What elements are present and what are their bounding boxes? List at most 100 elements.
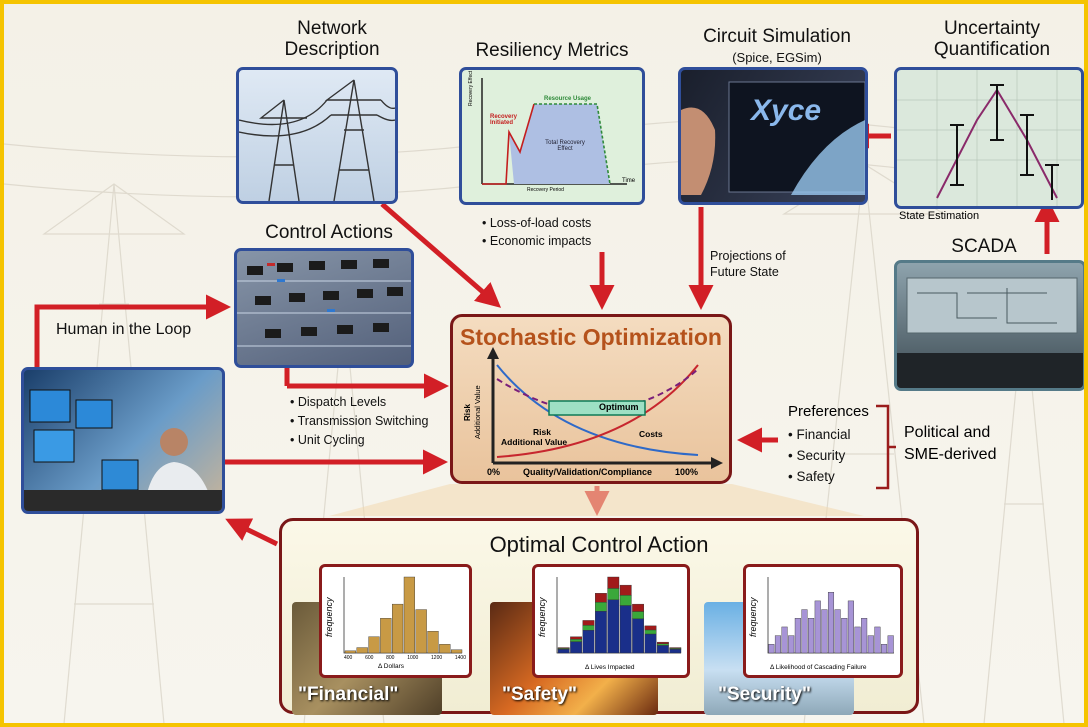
histogram-bar-segment [607, 599, 620, 654]
scada-title: SCADA [951, 236, 1017, 257]
preferences-items: • Financial • Security • Safety [788, 424, 851, 487]
histogram-bar [794, 618, 801, 654]
control-room-icon [897, 277, 1083, 388]
x-axis-min: 0% [487, 467, 501, 477]
histogram-bar-segment [644, 633, 657, 654]
network-photo [236, 67, 398, 204]
security-x-label: Δ Likelihood of Cascading Failure [770, 664, 867, 671]
projections-label: Projections of Future State [710, 249, 786, 279]
resiliency-metrics-title: Resiliency Metrics [475, 40, 629, 61]
human-photo [21, 367, 225, 514]
histogram-bar-segment [595, 593, 607, 603]
histogram-bar [788, 635, 795, 654]
control-item: • Unit Cycling [290, 433, 365, 447]
histogram-bar-segment [632, 611, 645, 619]
histogram-bar-segment [656, 645, 669, 654]
financial-xtick: 1200 [431, 655, 443, 661]
histogram-bar [861, 618, 868, 654]
resiliency-items: • Loss-of-load costs • Economic impacts [482, 214, 591, 250]
histogram-bar [827, 592, 835, 654]
preferences-title: Preferences [788, 403, 869, 420]
x-axis-max: 100% [675, 467, 699, 477]
histogram-bar-segment [619, 605, 632, 654]
histogram-bar [774, 635, 781, 654]
histogram-bar-segment [619, 595, 632, 606]
preference-item: • Security [788, 448, 846, 463]
x-axis-label: Quality/Validation/Compliance [523, 467, 653, 477]
histogram-bar-segment [656, 641, 669, 644]
security-caption: "Security" [718, 684, 811, 705]
resiliency-item: • Economic impacts [482, 234, 592, 248]
histogram-bar [801, 609, 808, 654]
financial-x-label: Δ Dollars [378, 663, 405, 670]
xyce-screen-icon [681, 81, 865, 195]
risk-curve-label: Risk [533, 427, 551, 437]
additional-value-curve-label: Additional Value [501, 437, 568, 447]
xyce-logo: Xyce [751, 94, 822, 127]
operator-workstation-icon [24, 389, 222, 511]
control-actions-title: Control Actions [265, 222, 393, 243]
histogram-bar-segment [570, 638, 583, 642]
resource-usage-label: Resource Usage [544, 96, 592, 102]
resiliency-y-label: Recovery Effect [468, 70, 474, 106]
financial-histogram-plot [343, 576, 463, 654]
stochastic-optimization-box: Stochastic Optimization Optimum Risk Add… [450, 314, 732, 484]
histogram-bar-segment [619, 584, 632, 596]
histogram-bar-segment [582, 630, 595, 654]
histogram-bar [380, 618, 392, 654]
resiliency-item: • Loss-of-load costs [482, 216, 592, 230]
histogram-bar [344, 650, 357, 654]
switchboard-icon [237, 259, 411, 347]
resiliency-x-label: Recovery Period [527, 187, 564, 193]
financial-histogram: frequency Δ Dollars 400 600 800 1000 120… [319, 564, 472, 678]
histogram-bar [887, 635, 894, 654]
preference-item: • Financial [788, 427, 851, 442]
histogram-bar [821, 609, 828, 654]
histogram-bar [781, 626, 788, 654]
human-in-loop-label: Human in the Loop [56, 321, 192, 338]
control-item: • Transmission Switching [290, 414, 429, 428]
resiliency-chart: Recovery Effect Recovery Initiated Resou… [459, 67, 645, 205]
histogram-bar [439, 644, 451, 654]
histogram-bar [808, 618, 815, 654]
control-item: • Dispatch Levels [290, 395, 387, 409]
resiliency-time-label: Time [622, 178, 636, 184]
safety-caption: "Safety" [502, 684, 578, 705]
financial-xtick: 600 [365, 655, 374, 661]
histogram-bar [841, 618, 848, 654]
circuit-simulation-subtitle: (Spice, EGSim) [732, 50, 822, 65]
safety-histogram: frequency Δ Lives Impacted [532, 564, 690, 678]
uncertainty-title: Uncertainty Quantification [933, 18, 1051, 60]
risk-axis-label: Risk [463, 404, 472, 421]
preference-item: • Safety [788, 469, 835, 484]
histogram-bar [814, 600, 821, 654]
political-label: Political and SME-derived [904, 424, 997, 463]
financial-caption: "Financial" [298, 684, 399, 705]
histogram-bar-segment [644, 629, 657, 635]
histogram-bar [368, 636, 380, 654]
scada-photo [894, 260, 1084, 391]
state-estimation-label: State Estimation [899, 210, 980, 222]
histogram-bar [768, 644, 775, 654]
optimum-label: Optimum [599, 402, 639, 412]
circuit-simulation-title: Circuit Simulation (Spice, EGSim) [692, 26, 862, 68]
financial-xtick: 1400 [454, 655, 466, 661]
histogram-bar-segment [582, 620, 595, 626]
histogram-bar-segment [557, 648, 570, 654]
control-actions-photo [234, 248, 414, 368]
histogram-bar-segment [607, 588, 620, 600]
histogram-bar-segment [595, 611, 607, 654]
histogram-bar [834, 609, 841, 654]
histogram-bar [391, 603, 404, 654]
histogram-bar-segment [557, 647, 570, 649]
safety-y-label: frequency [537, 597, 547, 637]
financial-xticks: 400 600 800 1000 1200 1400 [344, 655, 466, 661]
histogram-bar [874, 626, 881, 654]
resiliency-curve [481, 78, 627, 185]
financial-xtick: 1000 [407, 655, 419, 661]
histogram-bar-segment [607, 576, 620, 589]
histogram-bar [854, 626, 861, 654]
histogram-bar-segment [632, 618, 645, 654]
network-description-title: Network Description [284, 18, 380, 60]
